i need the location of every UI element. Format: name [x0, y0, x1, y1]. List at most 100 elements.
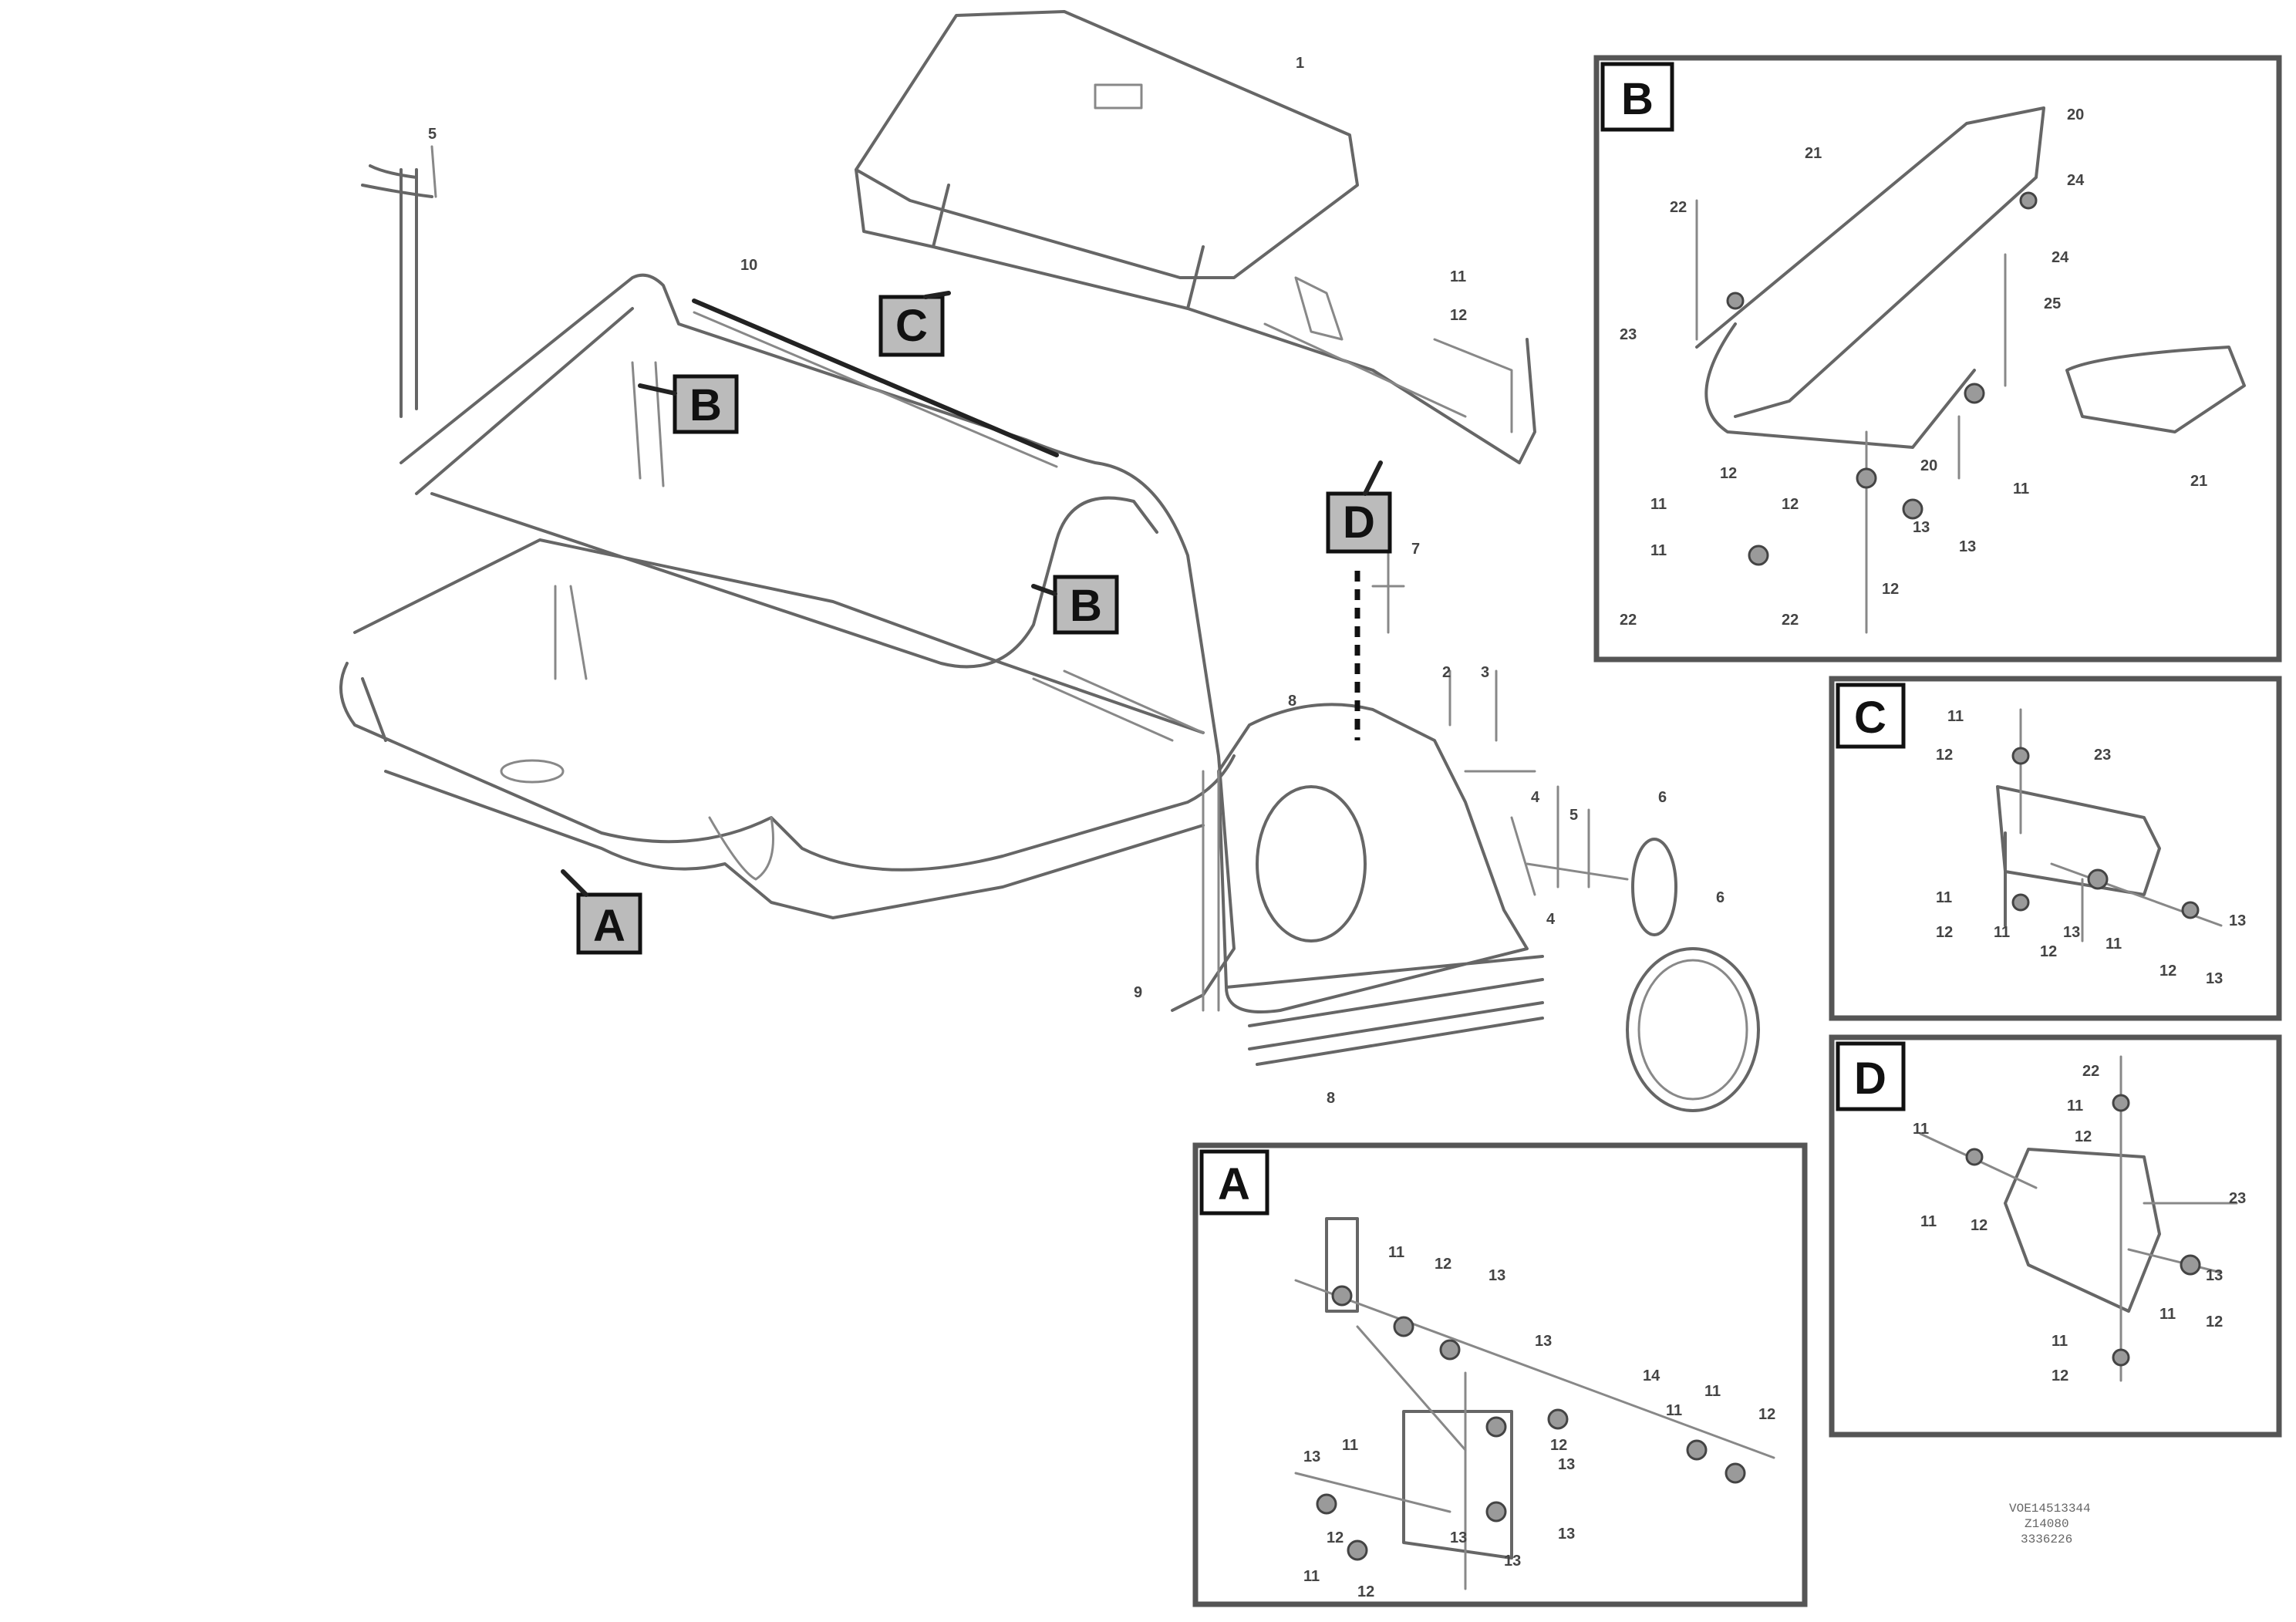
svg-text:10: 10 — [740, 257, 757, 274]
callout-a[interactable]: A — [576, 892, 642, 955]
svg-text:11: 11 — [2159, 1306, 2176, 1323]
svg-text:11: 11 — [1650, 496, 1667, 513]
rear-bar — [692, 298, 1059, 457]
detail-panel-c: C 11 12 23 11 12 13 11 12 13 11 12 13 — [1829, 676, 2282, 1021]
svg-text:11: 11 — [1666, 1402, 1682, 1419]
svg-text:9: 9 — [1134, 984, 1142, 1001]
svg-text:12: 12 — [1882, 581, 1899, 598]
svg-text:12: 12 — [1758, 1406, 1775, 1423]
svg-text:C: C — [895, 301, 928, 351]
svg-text:1: 1 — [1296, 55, 1304, 72]
svg-text:13: 13 — [1535, 1333, 1552, 1350]
detail-panel-b: B 20 24 21 22 23 24 25 20 22 11 12 13 11… — [1593, 55, 2282, 663]
svg-text:13: 13 — [1504, 1553, 1521, 1570]
svg-text:8: 8 — [1327, 1090, 1335, 1107]
svg-text:22: 22 — [2082, 1063, 2099, 1080]
svg-text:B: B — [689, 380, 722, 430]
svg-text:22: 22 — [1670, 199, 1687, 216]
svg-text:12: 12 — [1550, 1437, 1567, 1454]
svg-text:11: 11 — [1342, 1437, 1358, 1454]
mirror-bracket — [1217, 703, 1544, 1027]
svg-text:5: 5 — [428, 126, 437, 143]
step-plate — [1248, 1001, 1544, 1066]
svg-text:C: C — [1854, 693, 1886, 743]
svg-text:12: 12 — [2075, 1128, 2092, 1145]
svg-text:D: D — [1343, 497, 1375, 548]
svg-text:21: 21 — [1805, 145, 1822, 162]
svg-text:12: 12 — [1782, 496, 1799, 513]
svg-text:11: 11 — [2013, 481, 2029, 497]
svg-text:13: 13 — [1959, 538, 1976, 555]
svg-text:11: 11 — [1947, 708, 1964, 725]
roof-lower-frame — [339, 538, 1236, 919]
svg-text:6: 6 — [1716, 889, 1725, 906]
svg-text:7: 7 — [1411, 541, 1420, 558]
svg-text:13: 13 — [1450, 1529, 1467, 1546]
svg-text:25: 25 — [2044, 295, 2061, 312]
svg-text:B: B — [1621, 74, 1654, 124]
svg-text:11: 11 — [1913, 1121, 1929, 1138]
svg-text:14: 14 — [1643, 1367, 1660, 1384]
svg-text:13: 13 — [2063, 924, 2080, 941]
svg-text:12: 12 — [2052, 1367, 2068, 1384]
svg-text:3336226: 3336226 — [2021, 1533, 2072, 1546]
svg-text:24: 24 — [2067, 172, 2085, 189]
svg-text:11: 11 — [1920, 1213, 1937, 1230]
drawing-reference: VOE14513344 Z14080 3336226 — [2009, 1502, 2091, 1546]
top-cover — [855, 10, 1536, 464]
svg-text:23: 23 — [2229, 1190, 2246, 1207]
svg-text:12: 12 — [1435, 1256, 1451, 1273]
svg-text:4: 4 — [1546, 911, 1556, 928]
svg-text:5: 5 — [1569, 807, 1578, 824]
svg-text:12: 12 — [1357, 1583, 1374, 1600]
svg-text:11: 11 — [2067, 1098, 2083, 1114]
svg-text:22: 22 — [1620, 612, 1637, 629]
svg-text:11: 11 — [2052, 1333, 2068, 1350]
svg-text:VOE14513344: VOE14513344 — [2009, 1502, 2091, 1516]
svg-text:13: 13 — [2206, 1267, 2223, 1284]
roof-frame — [400, 273, 1236, 1012]
callout-b-1[interactable]: B — [673, 374, 739, 434]
svg-text:13: 13 — [2229, 912, 2246, 929]
svg-text:6: 6 — [1658, 789, 1667, 806]
svg-text:11: 11 — [1704, 1383, 1721, 1400]
callout-b-2[interactable]: B — [1053, 575, 1119, 635]
svg-text:D: D — [1854, 1054, 1886, 1104]
svg-text:13: 13 — [1558, 1526, 1575, 1543]
svg-text:12: 12 — [1720, 465, 1737, 482]
mirror-large — [1626, 947, 1760, 1112]
main-assembly: A B B C D 5 1 10 11 12 7 2 3 4 5 6 6 — [339, 10, 1760, 1112]
svg-text:20: 20 — [2067, 106, 2084, 123]
svg-text:11: 11 — [1450, 268, 1466, 285]
callout-d[interactable]: D — [1326, 491, 1392, 554]
svg-text:13: 13 — [1303, 1448, 1320, 1465]
svg-text:12: 12 — [2159, 963, 2176, 980]
svg-text:3: 3 — [1481, 664, 1489, 681]
svg-text:11: 11 — [1994, 924, 2010, 941]
callout-c[interactable]: C — [878, 295, 945, 357]
svg-text:13: 13 — [1913, 519, 1930, 536]
svg-text:11: 11 — [1303, 1568, 1320, 1585]
grab-handle — [361, 164, 433, 418]
svg-text:11: 11 — [2106, 936, 2122, 953]
svg-text:20: 20 — [1920, 457, 1937, 474]
detail-panel-d: D 22 11 12 11 23 11 12 11 12 13 11 12 — [1829, 1034, 2282, 1438]
svg-text:22: 22 — [1782, 612, 1799, 629]
svg-text:13: 13 — [1558, 1456, 1575, 1473]
svg-text:4: 4 — [1531, 789, 1540, 806]
svg-text:12: 12 — [1936, 747, 1953, 764]
svg-text:12: 12 — [2040, 943, 2057, 960]
svg-text:12: 12 — [1450, 307, 1467, 324]
svg-text:11: 11 — [1936, 889, 1952, 906]
svg-text:11: 11 — [1650, 542, 1667, 559]
svg-text:24: 24 — [2052, 249, 2069, 266]
svg-text:8: 8 — [1288, 693, 1296, 710]
svg-text:13: 13 — [2206, 970, 2223, 987]
svg-text:2: 2 — [1442, 664, 1451, 681]
mirror-round — [1256, 785, 1367, 943]
svg-text:12: 12 — [1936, 924, 1953, 941]
svg-text:12: 12 — [1971, 1217, 1988, 1234]
svg-text:12: 12 — [1327, 1529, 1344, 1546]
svg-text:A: A — [1218, 1159, 1250, 1209]
svg-text:21: 21 — [2190, 473, 2207, 490]
